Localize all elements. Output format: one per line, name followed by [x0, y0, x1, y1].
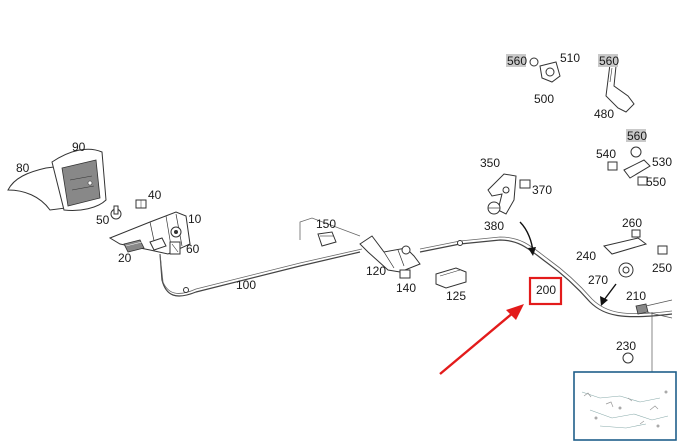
- overview-minimap[interactable]: [573, 371, 677, 441]
- cable-100: [159, 217, 363, 297]
- tag-560-b-bg: [598, 54, 618, 67]
- part-240-bracket: [603, 237, 648, 255]
- red-pointer-arrow: [439, 304, 524, 375]
- highlight-box-part-200: [528, 276, 563, 306]
- label-part-240[interactable]: 240: [576, 249, 596, 263]
- label-part-120[interactable]: 120: [366, 264, 386, 278]
- label-part-510[interactable]: 510: [560, 51, 580, 65]
- label-part-480[interactable]: 480: [594, 107, 614, 121]
- label-part-60[interactable]: 60: [186, 242, 200, 256]
- label-part-530[interactable]: 530: [652, 155, 672, 169]
- label-part-250[interactable]: 250: [652, 261, 672, 275]
- label-part-40[interactable]: 40: [148, 188, 162, 202]
- label-part-560-b[interactable]: 560: [599, 54, 619, 68]
- label-part-20[interactable]: 20: [118, 251, 132, 265]
- part-500-bracket: [539, 61, 561, 83]
- label-part-550[interactable]: 550: [646, 175, 666, 189]
- label-part-230[interactable]: 230: [616, 339, 636, 353]
- part-60-bracket: [169, 241, 181, 255]
- direction-arrow-cable: [519, 221, 536, 256]
- label-part-150[interactable]: 150: [316, 217, 336, 231]
- label-part-10[interactable]: 10: [188, 212, 202, 226]
- part-480-lever: [605, 63, 635, 113]
- label-part-380[interactable]: 380: [484, 219, 504, 233]
- part-140-nut: [399, 269, 411, 279]
- part-20-pedal-pad: [123, 239, 145, 253]
- label-part-500[interactable]: 500: [534, 92, 554, 106]
- part-230-nut: [622, 352, 634, 364]
- label-part-210[interactable]: 210: [626, 289, 646, 303]
- part-80-90-trim-cover: [7, 148, 107, 211]
- rear-cable-end: [645, 299, 673, 372]
- part-380-clip: [487, 201, 501, 215]
- label-part-350[interactable]: 350: [480, 156, 500, 170]
- part-270-adjuster: [618, 262, 634, 278]
- part-120-lever: [359, 235, 421, 273]
- part-540-nut: [607, 161, 618, 171]
- part-40-nut: [135, 199, 147, 209]
- part-125-block: [435, 267, 467, 289]
- label-part-90[interactable]: 90: [72, 140, 86, 154]
- part-350-bracket: [487, 173, 517, 215]
- label-part-560-a[interactable]: 560: [507, 54, 527, 68]
- part-50-bolt: [110, 205, 122, 220]
- label-part-80[interactable]: 80: [16, 161, 30, 175]
- part-260-nut: [631, 229, 641, 238]
- label-part-125[interactable]: 125: [446, 289, 466, 303]
- part-150-clip: [317, 231, 337, 247]
- label-part-540[interactable]: 540: [596, 147, 616, 161]
- label-part-260[interactable]: 260: [622, 216, 642, 230]
- label-part-200[interactable]: 200: [536, 283, 556, 297]
- part-370-nut: [519, 179, 531, 189]
- tag-560-c-bg: [626, 129, 646, 142]
- label-part-140[interactable]: 140: [396, 281, 416, 295]
- direction-arrow-210: [600, 283, 617, 306]
- label-part-370[interactable]: 370: [532, 183, 552, 197]
- label-part-270[interactable]: 270: [588, 273, 608, 287]
- label-part-560-c[interactable]: 560: [627, 129, 647, 143]
- part-550-nut: [637, 176, 648, 186]
- tag-560-a-bg: [506, 54, 526, 67]
- part-250-nut: [657, 245, 668, 255]
- label-part-100[interactable]: 100: [236, 278, 256, 292]
- part-530-cable-end: [623, 146, 651, 179]
- label-part-50[interactable]: 50: [96, 213, 110, 227]
- part-510-clip: [529, 57, 539, 67]
- part-210-clip: [635, 303, 649, 315]
- cable-200: [419, 236, 673, 318]
